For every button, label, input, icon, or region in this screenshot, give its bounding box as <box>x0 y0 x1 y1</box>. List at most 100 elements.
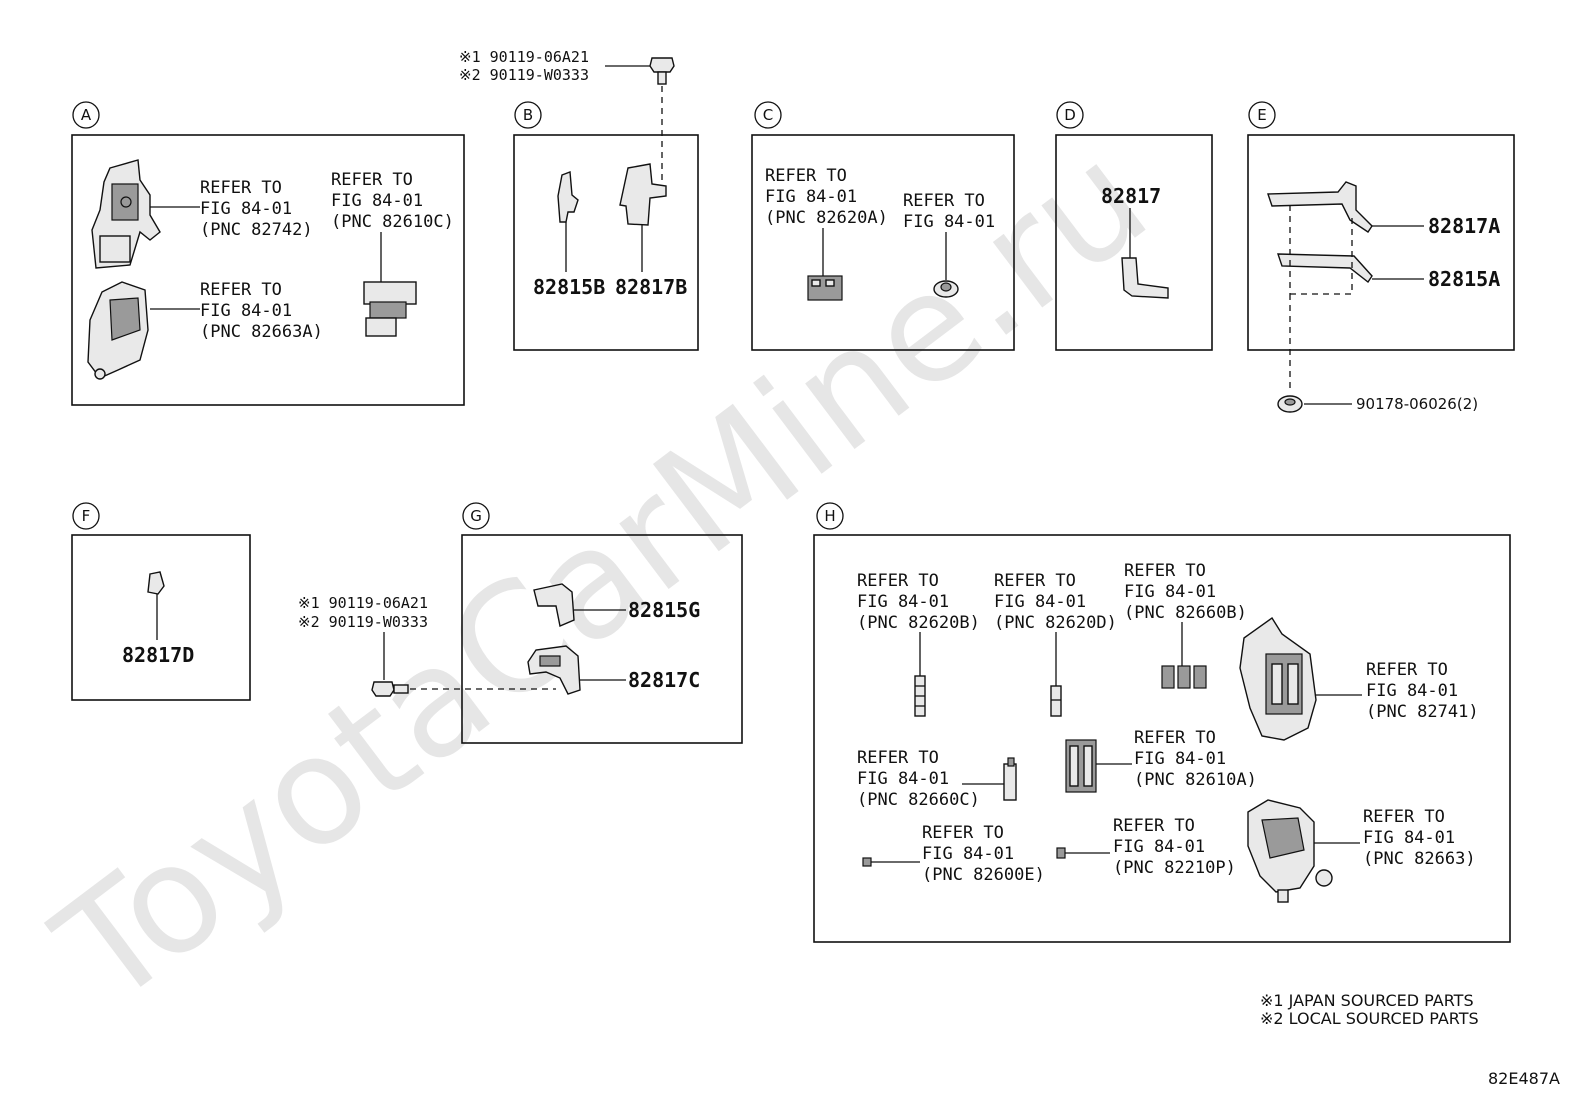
section-e-letter: E <box>1257 106 1266 124</box>
ref-82660b: REFER TO FIG 84-01 (PNC 82660B) <box>1124 561 1247 623</box>
svg-text:(PNC 82660B): (PNC 82660B) <box>1124 603 1247 623</box>
svg-text:(PNC 82660C): (PNC 82660C) <box>857 790 980 810</box>
svg-text:FIG 84-01: FIG 84-01 <box>331 191 423 211</box>
svg-text:REFER TO: REFER TO <box>331 170 413 190</box>
part-number-82817: 82817 <box>1101 184 1161 208</box>
section-a: A REFER TO FIG 84-01 (PNC 82742) <box>71 101 465 406</box>
svg-text:REFER TO: REFER TO <box>994 571 1076 591</box>
part-number-90178: 90178-06026(2) <box>1356 395 1478 413</box>
actuator-82741-icon <box>1239 616 1317 741</box>
section-g-frame <box>461 534 743 744</box>
svg-text:(PNC 82620A): (PNC 82620A) <box>765 208 888 228</box>
bolt-part-japan-g: ※1 90119-06A21 <box>298 594 428 612</box>
connector-icon <box>363 281 417 337</box>
bracket-82817d-icon <box>147 571 165 595</box>
terminal-82660c-icon <box>1003 757 1017 801</box>
section-c: C REFER TO FIG 84-01 (PNC 82620A) REFER … <box>751 101 1015 351</box>
part-number-82817d: 82817D <box>122 643 194 667</box>
legend-japan: ※1 JAPAN SOURCED PARTS <box>1260 991 1474 1010</box>
svg-text:(PNC 82620B): (PNC 82620B) <box>857 613 980 633</box>
svg-text:FIG 84-01: FIG 84-01 <box>1134 749 1226 769</box>
svg-text:REFER TO: REFER TO <box>1113 816 1195 836</box>
wire-pin-82620d-icon <box>1050 685 1062 717</box>
svg-text:REFER TO: REFER TO <box>200 280 282 300</box>
section-c-letter: C <box>763 106 773 124</box>
ref-82663: REFER TO FIG 84-01 (PNC 82663) <box>1363 807 1476 869</box>
ref-82742: REFER TO FIG 84-01 (PNC 82742) <box>200 178 313 240</box>
bracket-82817c-icon <box>527 645 581 695</box>
actuator-cover-icon <box>87 281 149 380</box>
section-g-letter: G <box>470 507 482 525</box>
section-c-frame <box>751 134 1015 351</box>
section-e-frame <box>1247 134 1515 351</box>
svg-text:FIG 84-01: FIG 84-01 <box>857 592 949 612</box>
section-b-letter: B <box>523 106 533 124</box>
section-a-letter: A <box>81 106 92 124</box>
svg-text:FIG 84-01: FIG 84-01 <box>857 769 949 789</box>
part-number-82817b: 82817B <box>615 275 687 299</box>
svg-text:REFER TO: REFER TO <box>857 748 939 768</box>
bolt-part-local-g: ※2 90119-W0333 <box>298 613 428 631</box>
svg-text:REFER TO: REFER TO <box>1134 728 1216 748</box>
section-h: H REFER TO FIG 84-01 (PNC 82620B) REFER … <box>813 502 1511 943</box>
section-f-marker <box>72 502 100 530</box>
svg-text:REFER TO: REFER TO <box>922 823 1004 843</box>
svg-text:FIG 84-01: FIG 84-01 <box>922 844 1014 864</box>
bracket-82815b-icon <box>557 171 579 223</box>
clip-90178-icon <box>1277 395 1303 413</box>
bracket-82817b-icon <box>619 163 667 226</box>
bolt-callout-b: ※1 90119-06A21 ※2 90119-W0333 <box>459 48 675 185</box>
ref-82620a: REFER TO FIG 84-01 (PNC 82620A) <box>765 166 888 228</box>
svg-text:(PNC 82620D): (PNC 82620D) <box>994 613 1117 633</box>
bracket-82817-icon <box>1121 257 1169 299</box>
part-number-82815a: 82815A <box>1428 267 1500 291</box>
connector-82620a-icon <box>807 275 843 301</box>
svg-text:FIG 84-01: FIG 84-01 <box>765 187 857 207</box>
section-a-marker <box>72 101 100 129</box>
svg-text:FIG 84-01: FIG 84-01 <box>1113 837 1205 857</box>
bracket-82815a-icon <box>1277 253 1373 284</box>
part-number-82817c: 82817C <box>628 668 700 692</box>
terminal-82660b-icon <box>1161 665 1207 689</box>
part-number-82815g: 82815G <box>628 598 700 622</box>
svg-text:FIG 84-01: FIG 84-01 <box>200 199 292 219</box>
ref-82620b: REFER TO FIG 84-01 (PNC 82620B) <box>857 571 980 633</box>
cover-82663-icon <box>1247 799 1333 903</box>
svg-text:FIG 84-01: FIG 84-01 <box>903 212 995 232</box>
section-f-letter: F <box>82 507 91 525</box>
section-b-marker <box>514 101 542 129</box>
section-d-frame <box>1055 134 1213 351</box>
section-h-letter: H <box>824 507 835 525</box>
wire-pin-82620b-icon <box>914 675 926 717</box>
section-c-marker <box>754 101 782 129</box>
section-f: F 82817D <box>71 502 251 701</box>
section-f-frame <box>71 534 251 701</box>
section-e: E 82817A 82815A 90178-06026(2) <box>1247 101 1515 413</box>
section-e-marker <box>1248 101 1276 129</box>
bolt-part-local: ※2 90119-W0333 <box>459 66 589 84</box>
ref-82600e: REFER TO FIG 84-01 (PNC 82600E) <box>922 823 1045 885</box>
section-a-frame <box>71 134 465 406</box>
drawing-code: 82E487A <box>1488 1069 1560 1088</box>
ref-clip: REFER TO FIG 84-01 <box>903 191 995 232</box>
svg-text:FIG 84-01: FIG 84-01 <box>200 301 292 321</box>
svg-text:FIG 84-01: FIG 84-01 <box>1366 681 1458 701</box>
svg-text:(PNC 82610A): (PNC 82610A) <box>1134 770 1257 790</box>
svg-text:(PNC 82663): (PNC 82663) <box>1363 849 1476 869</box>
ref-82660c: REFER TO FIG 84-01 (PNC 82660C) <box>857 748 980 810</box>
svg-text:(PNC 82610C): (PNC 82610C) <box>331 212 454 232</box>
pin-82210p-icon <box>1056 847 1066 859</box>
svg-text:REFER TO: REFER TO <box>1363 807 1445 827</box>
ref-82610a: REFER TO FIG 84-01 (PNC 82610A) <box>1134 728 1257 790</box>
svg-text:REFER TO: REFER TO <box>765 166 847 186</box>
ref-82210p: REFER TO FIG 84-01 (PNC 82210P) <box>1113 816 1236 878</box>
svg-text:REFER TO: REFER TO <box>903 191 985 211</box>
section-h-frame <box>813 534 1511 943</box>
legend: ※1 JAPAN SOURCED PARTS ※2 LOCAL SOURCED … <box>1260 991 1479 1028</box>
svg-text:REFER TO: REFER TO <box>200 178 282 198</box>
part-number-82815b: 82815B <box>533 275 605 299</box>
ref-82620d: REFER TO FIG 84-01 (PNC 82620D) <box>994 571 1117 633</box>
section-h-marker <box>816 502 844 530</box>
svg-text:FIG 84-01: FIG 84-01 <box>1363 828 1455 848</box>
